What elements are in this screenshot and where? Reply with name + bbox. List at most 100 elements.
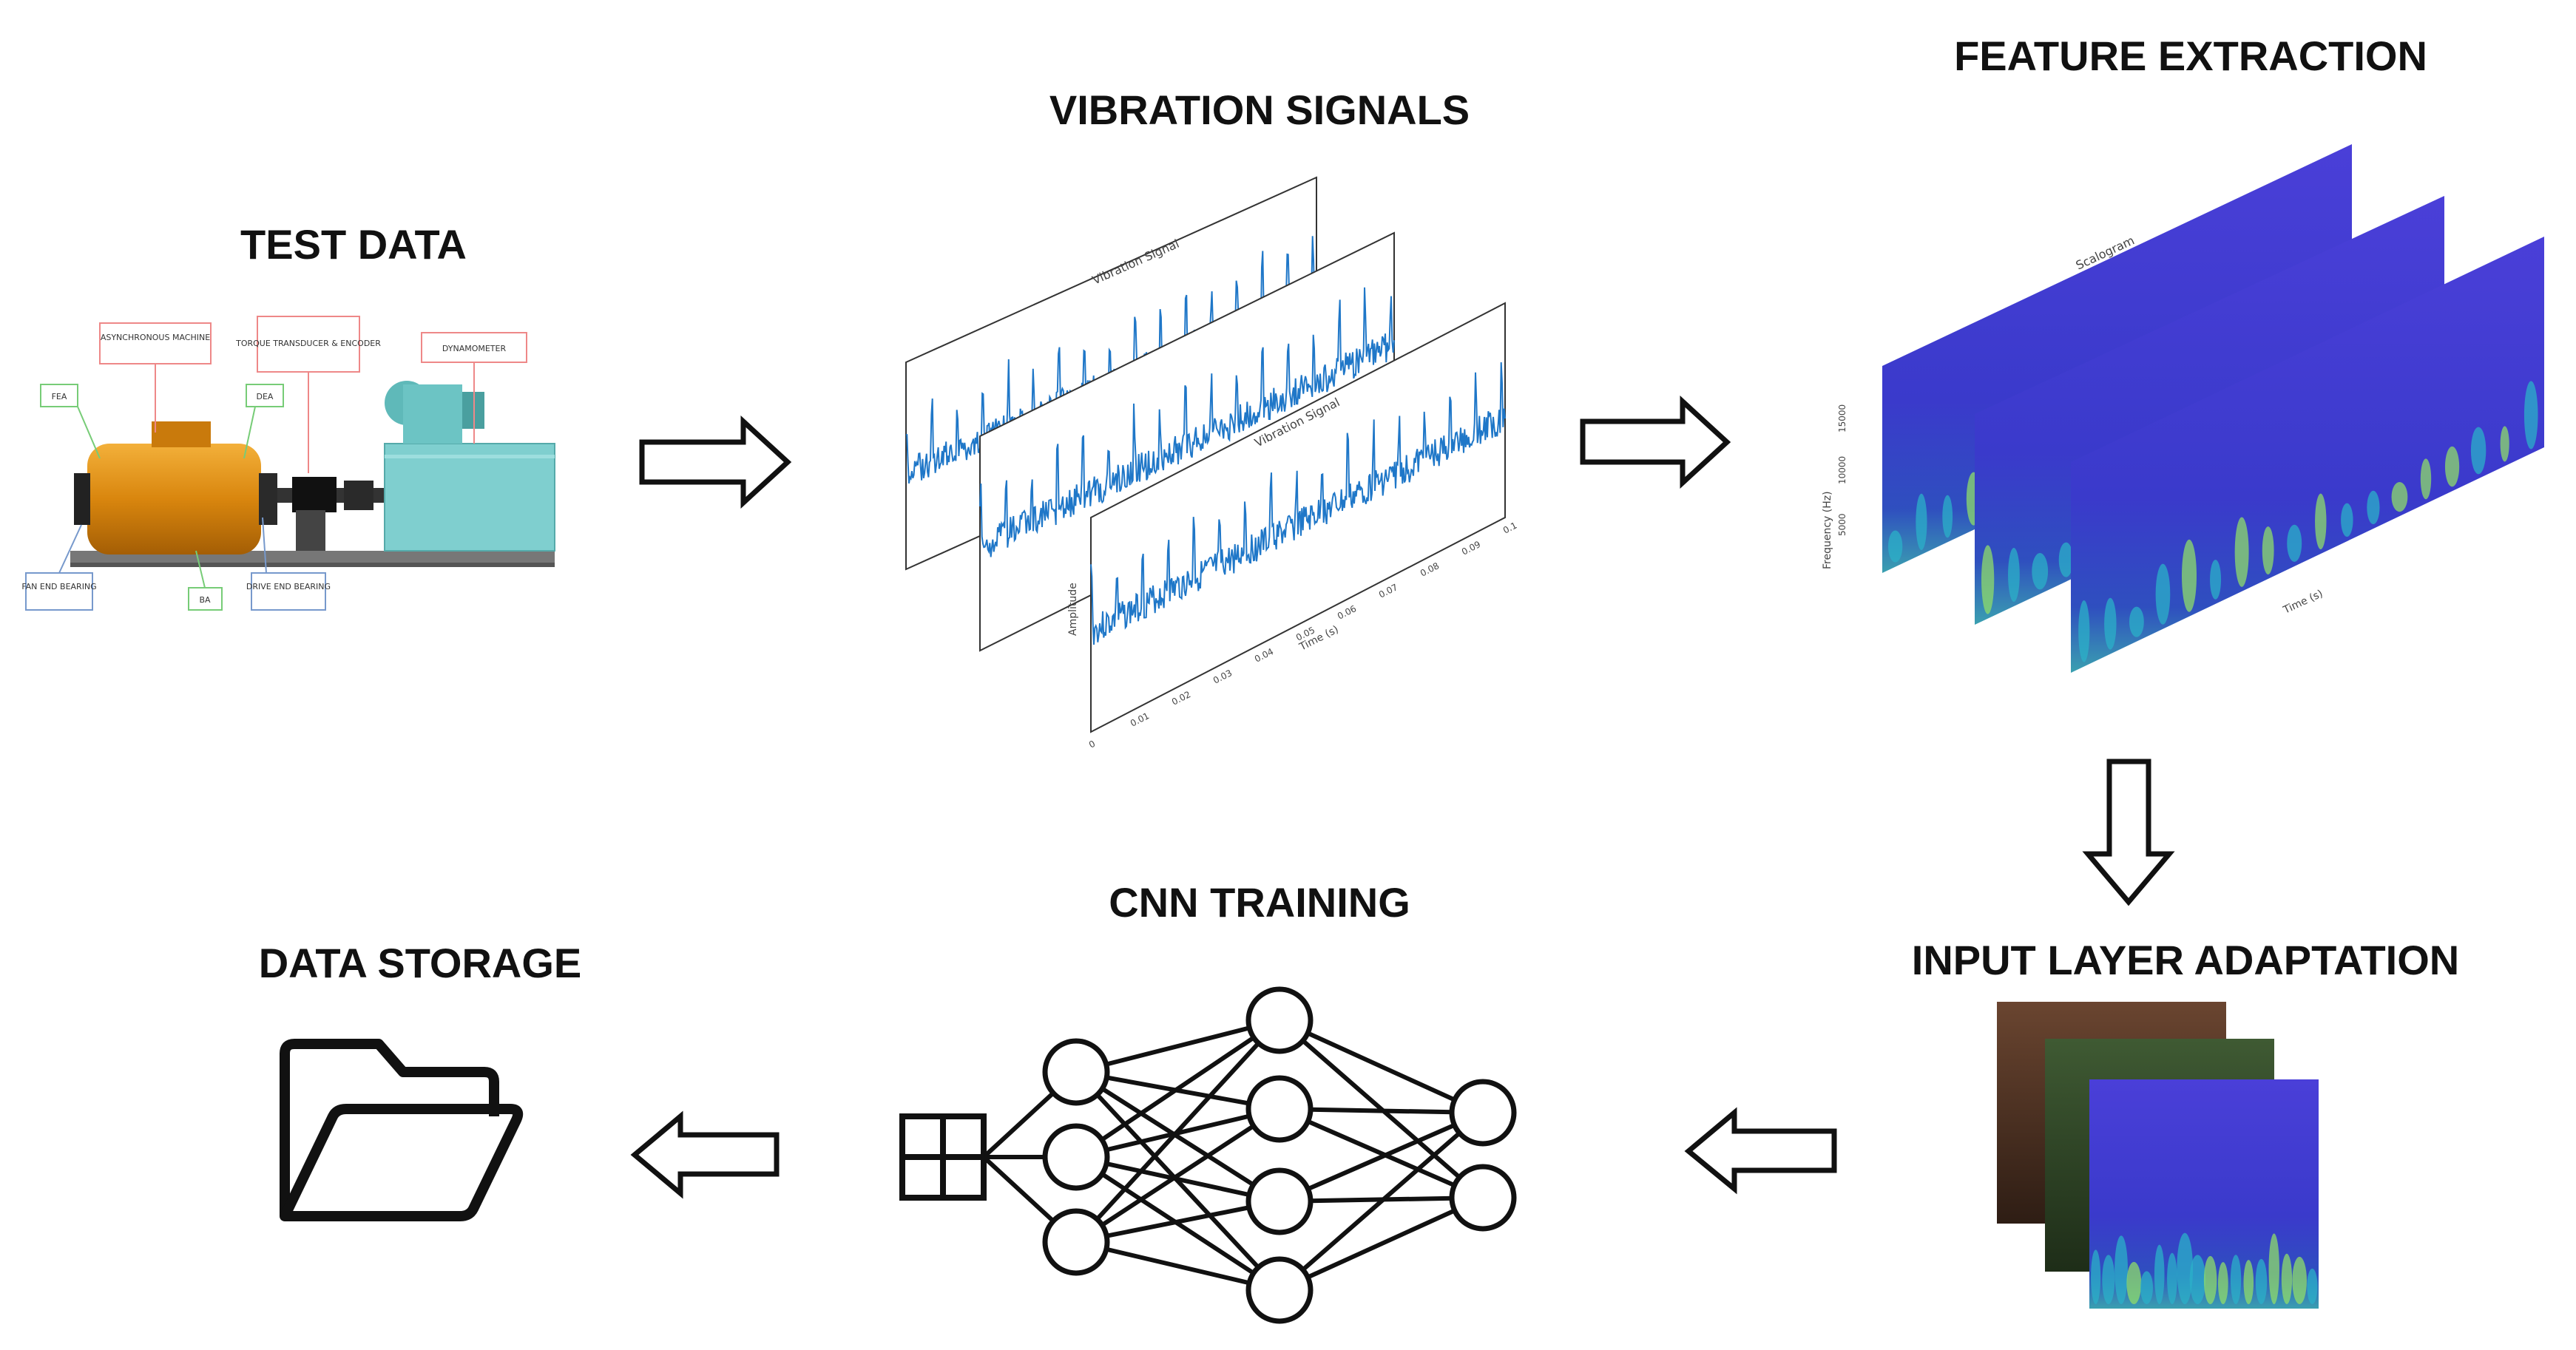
scalogram-burst: [2032, 553, 2049, 590]
scalogram-burst: [2210, 560, 2222, 600]
scalogram-burst: [2129, 606, 2144, 637]
scalogram-burst: [2470, 427, 2487, 475]
scalogram-burst: [2287, 524, 2302, 562]
vibration-x-tick: 0.02: [1170, 689, 1192, 708]
scalogram-burst: [2126, 1261, 2142, 1304]
scalogram-burst: [2341, 503, 2353, 537]
title-test-data: TEST DATA: [240, 221, 467, 268]
scalogram-burst: [2292, 1256, 2307, 1304]
title-data-storage: DATA STORAGE: [259, 940, 582, 986]
vibration-x-tick: 0.03: [1211, 668, 1234, 686]
svg-text:BA: BA: [199, 595, 211, 605]
nn-node: [1245, 1167, 1314, 1235]
vibration-x-tick: 0.06: [1336, 603, 1358, 622]
vibration-trace: [1090, 362, 1506, 645]
label-dynamometer: DYNAMOMETER: [421, 332, 527, 444]
vibration-signal-plots: Vibration Signal Vibration Signal Amplit…: [905, 176, 1518, 750]
scalogram-burst: [2255, 1258, 2268, 1304]
scalogram-burst: [2140, 1271, 2153, 1304]
svg-text:DRIVE END BEARING: DRIVE END BEARING: [246, 582, 331, 591]
scalogram-front: Time (s): [2071, 237, 2544, 673]
vibration-x-tick: 0: [1087, 739, 1097, 750]
svg-text:15000: 15000: [1837, 404, 1848, 433]
nn-node: [1449, 1079, 1517, 1147]
input-grid-icon: [899, 1113, 987, 1201]
label-ba: BA: [188, 550, 223, 611]
neural-network-icon: [981, 986, 1517, 1324]
vibration-x-tick: 0.01: [1129, 710, 1151, 729]
scalogram-burst: [2203, 1255, 2217, 1304]
nn-connections: [981, 1018, 1484, 1292]
scalogram-burst: [2078, 600, 2090, 662]
scalogram-burst: [2102, 1255, 2115, 1304]
scalogram-burst: [2182, 539, 2197, 612]
torque-transducer: [292, 477, 337, 512]
nn-node: [1245, 1256, 1314, 1324]
scalogram-burst: [2500, 426, 2509, 462]
scalogram-burst: [2391, 481, 2408, 512]
arrow-right-2: [1580, 396, 1731, 489]
scalogram-burst: [1887, 530, 1903, 563]
scalogram-burst: [1916, 493, 1927, 551]
scalogram-burst: [2268, 1233, 2279, 1304]
svg-text:ASYNCHRONOUS MACHINE: ASYNCHRONOUS MACHINE: [101, 333, 210, 342]
scalogram-burst: [2523, 381, 2538, 450]
motor-body: [87, 444, 261, 554]
arrow-left-1: [1684, 1107, 1837, 1195]
svg-text:TORQUE TRANSDUCER & ENCODER: TORQUE TRANSDUCER & ENCODER: [235, 339, 381, 348]
scalogram-burst: [2114, 1235, 2129, 1305]
nn-node: [1245, 1075, 1314, 1143]
scalogram-burst: [2091, 1249, 2101, 1304]
label-fan-end-bearing: FAN END BEARING: [21, 524, 97, 611]
label-torque-transducer: TORQUE TRANSDUCER & ENCODER: [235, 316, 381, 473]
nn-node: [1042, 1208, 1110, 1276]
svg-text:FEA: FEA: [52, 392, 67, 401]
nn-node: [1042, 1038, 1110, 1106]
svg-text:10000: 10000: [1837, 456, 1848, 484]
arrow-down: [2082, 759, 2175, 906]
vibration-x-tick: 0.09: [1460, 539, 1482, 557]
scalogram-burst: [1981, 545, 1995, 614]
folder-icon: [280, 1039, 524, 1221]
scalogram-ylabel: Frequency (Hz): [1822, 491, 1833, 569]
label-fea: FEA: [40, 384, 101, 459]
vibration-x-tick: 0.07: [1377, 582, 1399, 600]
scalogram-burst: [2155, 563, 2171, 625]
nn-node: [1449, 1164, 1517, 1232]
scalogram-burst: [2234, 517, 2249, 587]
svg-text:Amplitude: Amplitude: [1067, 583, 1079, 636]
title-feature-extraction: FEATURE EXTRACTION: [1954, 33, 2427, 79]
scalogram-burst: [2177, 1232, 2194, 1304]
test-rig-illustration: ASYNCHRONOUS MACHINE TORQUE TRANSDUCER &…: [21, 316, 555, 611]
vibration-trace: [979, 287, 1395, 557]
scalogram-burst: [2104, 597, 2117, 650]
scalogram-burst: [2307, 1268, 2318, 1305]
scalogram-burst: [2230, 1255, 2242, 1304]
dynamometer-body: [384, 443, 555, 552]
nn-node: [1042, 1123, 1110, 1191]
title-input-layer-adaptation: INPUT LAYER ADAPTATION: [1912, 937, 2459, 983]
label-asynchronous-machine: ASYNCHRONOUS MACHINE: [99, 322, 212, 433]
vibration-x-tick: 0.08: [1419, 560, 1441, 579]
scalogram-burst: [2154, 1244, 2165, 1304]
arrow-right-1: [639, 415, 792, 509]
input-layer-images: [1997, 1002, 2319, 1309]
title-vibration-signals: VIBRATION SIGNALS: [1049, 87, 1470, 133]
label-drive-end-bearing: DRIVE END BEARING: [246, 517, 331, 611]
scalogram-burst: [2420, 458, 2432, 500]
svg-text:DEA: DEA: [257, 392, 274, 401]
scalogram-burst: [2281, 1253, 2293, 1305]
scalogram-burst: [1942, 495, 1953, 538]
vibration-x-tick: 0.04: [1253, 646, 1275, 665]
scalogram-plots: Scalogram Time (s) Frequency (Hz) 15000 …: [1822, 144, 2544, 673]
svg-text:DYNAMOMETER: DYNAMOMETER: [442, 344, 507, 353]
scalogram-burst: [2058, 542, 2074, 577]
nn-node: [1245, 986, 1314, 1054]
scalogram-burst: [2217, 1262, 2228, 1304]
scalogram-burst: [2167, 1252, 2177, 1304]
svg-text:Time (s): Time (s): [2281, 588, 2325, 617]
scalogram-burst: [2008, 547, 2020, 602]
vibration-x-tick: 0.1: [1501, 520, 1518, 536]
scalogram-burst: [2315, 493, 2327, 550]
